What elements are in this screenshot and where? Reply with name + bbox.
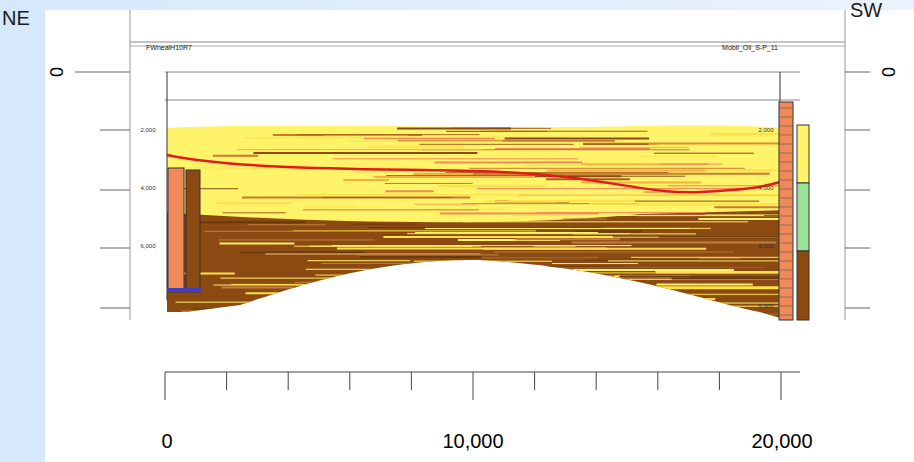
depth-label: 6,000 — [140, 243, 155, 249]
well-name: Mobil_Oil_S-P_11 — [722, 44, 778, 51]
depth-label: 4,000 — [758, 185, 773, 191]
direction-label: NE — [2, 8, 30, 28]
direction-label: SW — [850, 0, 882, 20]
depth-label: 0 — [47, 67, 65, 77]
depth-label: 4,000 — [140, 185, 155, 191]
depth-label: 0 — [879, 67, 897, 77]
well-name: FWnealH10R7 — [146, 44, 192, 51]
axis-label: 10,000 — [442, 431, 503, 451]
depth-label: 2,000 — [140, 127, 155, 133]
axis-label: 0 — [161, 431, 172, 451]
depth-label: 2,000 — [758, 127, 773, 133]
axis-label: 20,000 — [751, 431, 812, 451]
depth-label: 8,000 — [758, 303, 773, 309]
depth-label: 6,000 — [758, 243, 773, 249]
